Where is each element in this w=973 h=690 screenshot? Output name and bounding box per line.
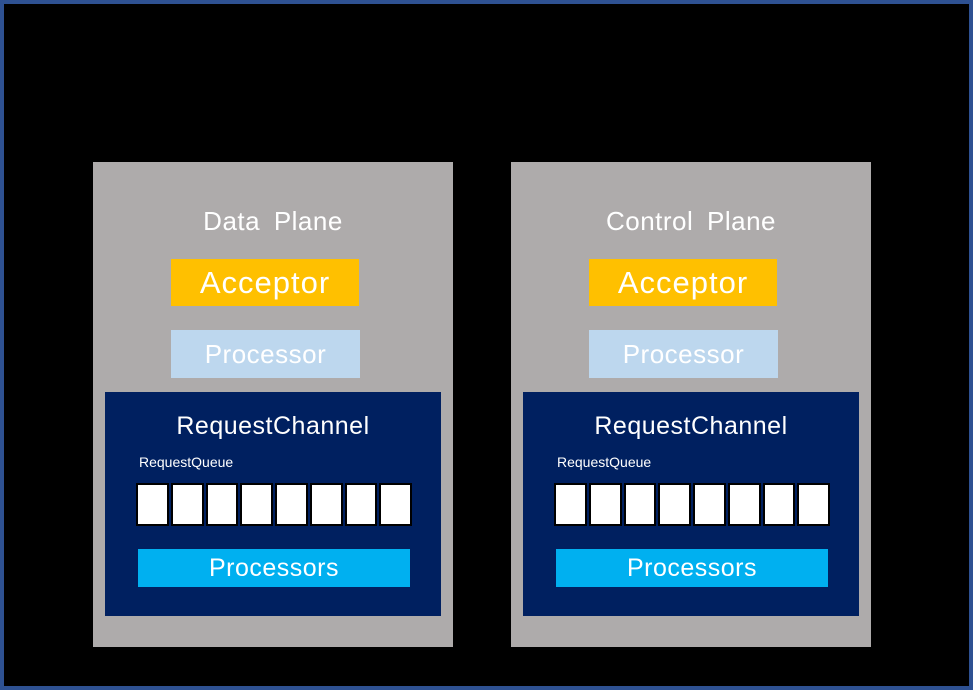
queue-slot xyxy=(344,483,378,526)
request-queue-label: RequestQueue xyxy=(139,454,234,470)
acceptor-box: Acceptor xyxy=(589,259,777,306)
queue-slot xyxy=(379,483,412,526)
queue-slot xyxy=(588,483,622,526)
queue-slot xyxy=(275,483,308,526)
request-queue xyxy=(136,483,412,526)
control-plane-panel: Control Plane Acceptor Processor Request… xyxy=(511,162,871,647)
processors-bar: Processors xyxy=(556,549,828,587)
request-channel-title: RequestChannel xyxy=(176,412,370,440)
request-channel-box: RequestChannel RequestQueue Processors xyxy=(105,392,441,616)
request-queue xyxy=(554,483,830,526)
queue-slot xyxy=(309,483,343,526)
processors-bar: Processors xyxy=(138,549,410,587)
queue-slot xyxy=(727,483,761,526)
queue-slot xyxy=(797,483,830,526)
acceptor-box: Acceptor xyxy=(171,259,359,306)
processor-box: Processor xyxy=(589,330,778,378)
queue-slot xyxy=(762,483,796,526)
queue-slot xyxy=(623,483,657,526)
data-plane-panel: Data Plane Acceptor Processor RequestCha… xyxy=(93,162,453,647)
processor-box: Processor xyxy=(171,330,360,378)
data-plane-title: Data Plane xyxy=(203,206,343,236)
queue-slot xyxy=(240,483,273,526)
request-queue-label: RequestQueue xyxy=(557,454,652,470)
queue-slot xyxy=(136,483,169,526)
queue-slot xyxy=(205,483,239,526)
request-channel-title: RequestChannel xyxy=(594,412,788,440)
queue-slot xyxy=(554,483,587,526)
queue-slot xyxy=(658,483,691,526)
queue-slot xyxy=(170,483,204,526)
queue-slot xyxy=(693,483,726,526)
request-channel-box: RequestChannel RequestQueue Processors xyxy=(523,392,859,616)
control-plane-title: Control Plane xyxy=(605,206,777,236)
